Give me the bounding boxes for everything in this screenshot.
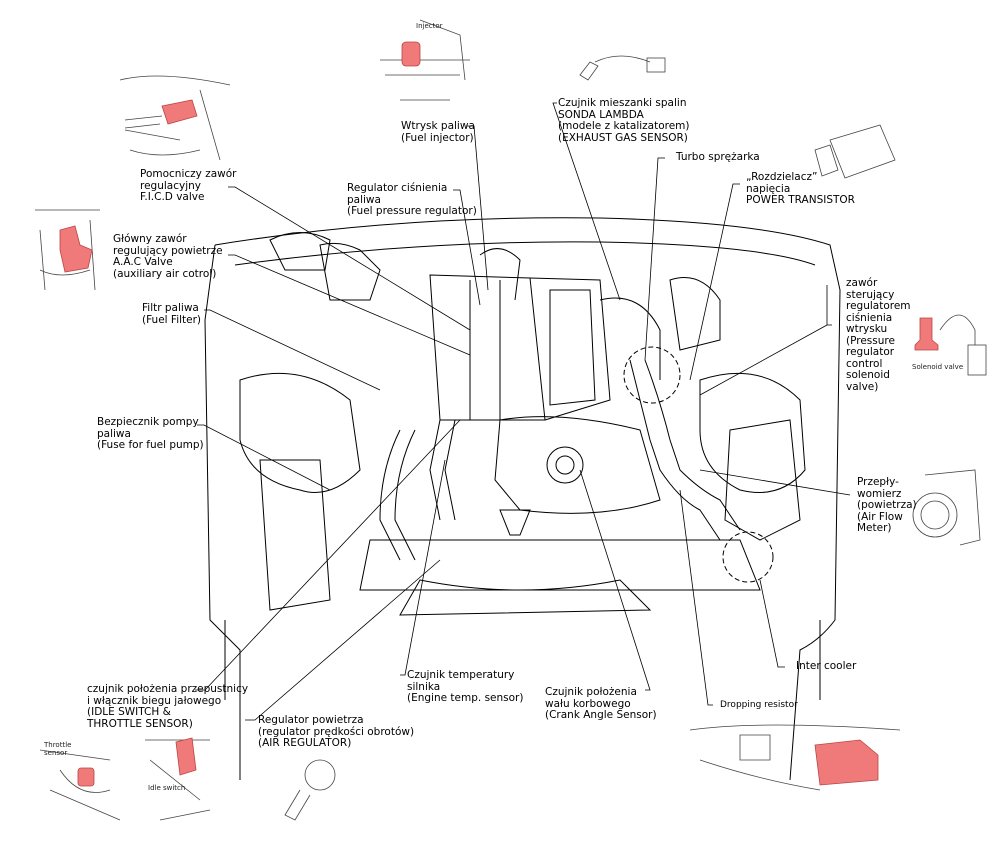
label-crank-angle-sensor: Czujnik położenia wału korbowego (Crank … bbox=[545, 686, 657, 722]
label-line: (Fuel Filter) bbox=[142, 313, 202, 326]
label-line: (regulator prędkości obrotów) bbox=[258, 725, 415, 738]
inset-solenoid-valve bbox=[914, 314, 987, 376]
label-line: A.A.C Valve bbox=[113, 256, 173, 268]
label-line: Czujnik temperatury bbox=[407, 669, 515, 681]
inset-air-regulator bbox=[284, 759, 336, 821]
engine-bay-outline bbox=[204, 217, 841, 781]
inset-throttle-sensor bbox=[39, 737, 211, 821]
label-line: silnika bbox=[407, 680, 441, 693]
label-line: Wtrysk paliwa bbox=[401, 120, 475, 132]
label-line: zawór bbox=[846, 277, 878, 289]
inset-aac-valve bbox=[35, 209, 100, 291]
inset-dropping-resistor bbox=[689, 724, 901, 791]
label-line: (modele z katalizatorem) bbox=[558, 120, 690, 132]
label-line: (AIR REGULATOR) bbox=[258, 737, 352, 749]
label-line: ciśnienia bbox=[846, 311, 893, 324]
label-fuel-injector: Wtrysk paliwa (Fuel injector) bbox=[401, 120, 475, 144]
label-line: Turbo sprężarka bbox=[676, 151, 760, 163]
label-line: SONDA LAMBDA bbox=[558, 108, 644, 121]
label-dropping-resistor: Dropping resistor bbox=[720, 700, 798, 712]
label-line: (Engine temp. sensor) bbox=[407, 692, 524, 704]
label-exhaust-gas-sensor: Czujnik mieszanki spalin SONDA LAMBDA (m… bbox=[558, 97, 690, 144]
label-line: Regulator ciśnienia bbox=[347, 182, 448, 194]
label-ficd-valve: Pomocniczy zawór regulacyjny F.I.C.D val… bbox=[140, 168, 237, 204]
label-line: POWER TRANSISTOR bbox=[746, 194, 855, 206]
label-line: regulujący powietrze bbox=[113, 244, 223, 257]
label-line: Dropping resistor bbox=[720, 700, 798, 710]
inset-o2-sensor bbox=[579, 55, 666, 81]
label-line: „Rozdzielacz” bbox=[746, 171, 818, 183]
label-turbo: Turbo sprężarka bbox=[676, 151, 760, 164]
label-line: THROTTLE SENSOR) bbox=[87, 717, 193, 730]
label-line: (auxiliary air cotrol) bbox=[113, 267, 217, 280]
label-fuel-pressure-regulator: Regulator ciśnienia paliwa (Fuel pressur… bbox=[347, 182, 477, 218]
label-line: valve) bbox=[846, 380, 879, 393]
label-line: sterujący bbox=[846, 288, 895, 301]
highlight-circles bbox=[623, 346, 774, 583]
caption-injector: Injector bbox=[416, 22, 443, 30]
label-throttle-sensor: czujnik położenia przepustnicy i włączni… bbox=[87, 683, 249, 730]
label-line: czujnik położenia przepustnicy bbox=[87, 683, 249, 695]
label-line: Regulator powietrza bbox=[258, 714, 364, 726]
label-line: wtrysku bbox=[846, 323, 888, 335]
inset-injector bbox=[380, 19, 470, 101]
label-line: i włącznik biegu jałowego bbox=[87, 694, 222, 707]
label-line: paliwa bbox=[347, 193, 381, 206]
label-line: (Fuse for fuel pump) bbox=[97, 439, 204, 451]
label-line: (Air Flow bbox=[857, 510, 903, 523]
label-line: Czujnik mieszanki spalin bbox=[558, 97, 687, 109]
label-line: (Fuel injector) bbox=[401, 131, 474, 144]
engine-block bbox=[269, 232, 741, 561]
label-line: Główny zawór bbox=[113, 233, 187, 245]
inset-air-flow-meter bbox=[912, 469, 981, 546]
label-line: Inter cooler bbox=[796, 660, 857, 672]
label-line: (Fuel pressure regulator) bbox=[347, 205, 477, 217]
label-line: (Crank Angle Sensor) bbox=[545, 709, 657, 721]
caption-solenoid-valve: Solenoid valve bbox=[912, 363, 964, 371]
label-line: F.I.C.D valve bbox=[140, 191, 205, 203]
caption-throttle-sensor: Throttle sensor bbox=[44, 741, 72, 757]
label-intercooler: Inter cooler bbox=[796, 660, 857, 673]
label-line: wału korbowego bbox=[545, 697, 631, 710]
label-fuel-filter: Filtr paliwa (Fuel Filter) bbox=[142, 302, 202, 326]
label-air-regulator: Regulator powietrza (regulator prędkości… bbox=[258, 714, 415, 750]
label-fuel-pump-fuse: Bezpiecznik pompy paliwa (Fuse for fuel … bbox=[97, 416, 204, 452]
label-line: Czujnik położenia bbox=[545, 686, 637, 698]
caption-idle-switch: Idle switch bbox=[148, 784, 186, 792]
label-line: Bezpiecznik pompy bbox=[97, 416, 199, 428]
label-line: (EXHAUST GAS SENSOR) bbox=[558, 131, 688, 144]
label-power-transistor: „Rozdzielacz” napięcia POWER TRANSISTOR bbox=[746, 171, 855, 207]
label-line: solenoid bbox=[846, 369, 890, 381]
label-line: napięcia bbox=[746, 182, 791, 195]
label-line: (powietrza) bbox=[857, 499, 917, 511]
label-aac-valve: Główny zawór regulujący powietrze A.A.C … bbox=[113, 233, 223, 280]
inset-ficd-valve bbox=[119, 75, 231, 161]
label-line: regulatorem bbox=[846, 300, 911, 312]
label-line: (Pressure bbox=[846, 334, 895, 347]
label-line: control bbox=[846, 357, 883, 370]
label-line: paliwa bbox=[97, 427, 131, 440]
label-line: regulacyjny bbox=[140, 179, 201, 192]
label-line: (IDLE SWITCH & bbox=[87, 706, 171, 718]
label-line: Meter) bbox=[857, 522, 892, 534]
label-line: regulator bbox=[846, 346, 895, 358]
label-engine-temp-sensor: Czujnik temperatury silnika (Engine temp… bbox=[407, 669, 524, 705]
leader-lines bbox=[195, 102, 851, 721]
inset-power-transistor bbox=[814, 124, 896, 179]
label-pressure-regulator-solenoid: zawór sterujący regulatorem ciśnienia wt… bbox=[846, 277, 911, 393]
label-air-flow-meter: Przepły- womierz (powietrza) (Air Flow M… bbox=[857, 476, 917, 535]
label-line: Pomocniczy zawór bbox=[140, 168, 237, 180]
label-line: womierz bbox=[857, 487, 902, 500]
label-line: Przepły- bbox=[857, 476, 899, 488]
label-line: Filtr paliwa bbox=[142, 302, 199, 314]
